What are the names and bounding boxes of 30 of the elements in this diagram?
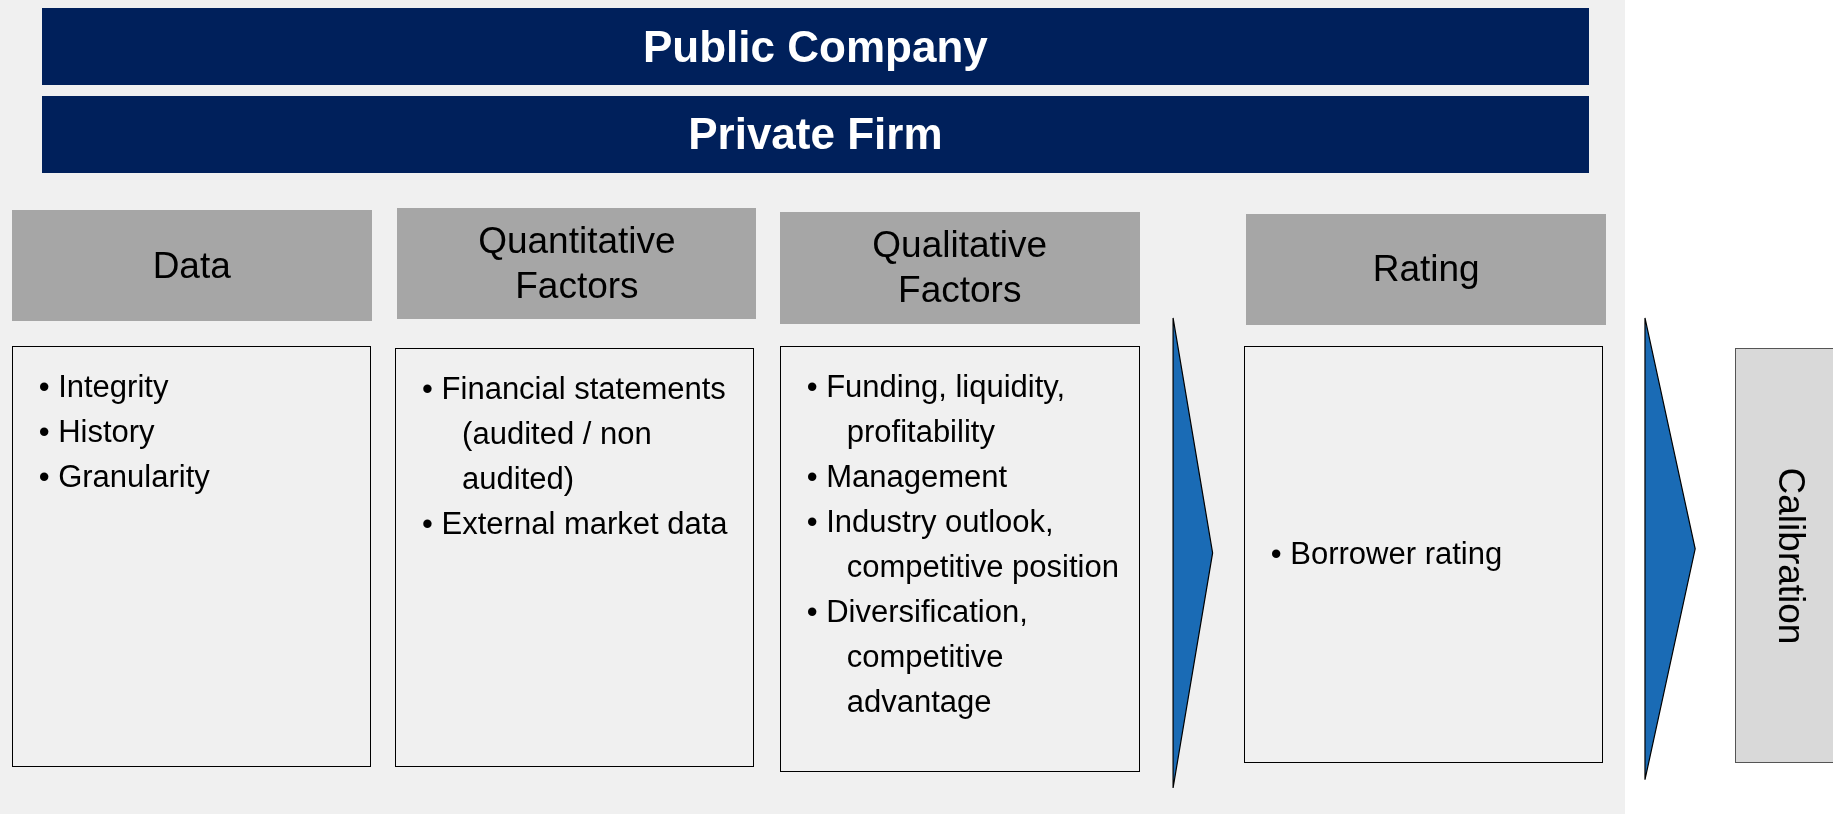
bullet-item: • Integrity <box>38 368 170 406</box>
band-title: Public Company <box>643 21 988 72</box>
header-text: Qualitative Factors <box>871 223 1049 312</box>
bullet-item: • Borrower rating <box>1270 535 1503 574</box>
bullet-item: • Granularity <box>38 457 211 496</box>
column-header <box>779 211 1140 324</box>
bullet-item: • External market data <box>422 505 729 544</box>
content-box <box>1243 346 1603 764</box>
column-header <box>397 208 757 320</box>
chevron-arrow <box>1172 317 1214 789</box>
rotated-label: Calibration <box>1770 467 1813 645</box>
group-band <box>42 95 1589 173</box>
column-header <box>11 210 372 322</box>
bullet-item: • Funding, liquidity, profitability <box>806 368 1067 451</box>
header-text: Rating <box>1372 247 1480 292</box>
column-header <box>1246 213 1607 325</box>
bullet-item: • History <box>38 412 156 451</box>
chevron-arrow <box>1644 317 1696 781</box>
content-box <box>779 346 1140 772</box>
content-box <box>11 346 371 767</box>
band-title: Private Firm <box>688 109 943 160</box>
calibration-box <box>1734 348 1833 764</box>
bullet-item: • Diversification, competitive advantage <box>806 592 1029 721</box>
content-box <box>395 348 754 767</box>
bullet-item: • Industry outlook, competitive position <box>806 502 1120 586</box>
group-band <box>42 8 1589 86</box>
bullet-item: • Management <box>806 457 1009 496</box>
bullet-item: • Financial statements (audited / non audited) <box>422 370 727 499</box>
header-text: Data <box>152 243 231 288</box>
header-text: Quantitative Factors <box>477 219 677 308</box>
